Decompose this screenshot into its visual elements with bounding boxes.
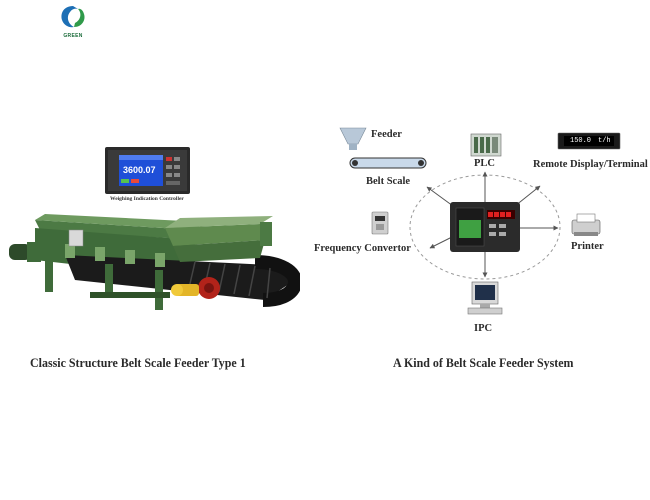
frequency-convertor-icon [371, 211, 389, 235]
controller-label: Weighing Indication Controller [110, 196, 184, 202]
central-controller-icon [450, 202, 520, 252]
connection-arrows [426, 171, 559, 278]
plc-icon [470, 133, 502, 157]
frequency-convertor-label: Frequency Convertor [314, 243, 411, 254]
system-diagram: Feeder Belt Scale PLC Remote Display/Ter… [300, 120, 650, 350]
ipc-label: IPC [474, 323, 493, 334]
feeder-icon [339, 127, 367, 150]
weighing-indication-controller: 3600.07 [105, 147, 190, 194]
right-caption: A Kind of Belt Scale Feeder System [393, 355, 574, 370]
printer-label: Printer [571, 241, 604, 252]
belt-scale-feeder-machine [5, 200, 303, 320]
remote-display-icon [557, 132, 621, 150]
belt-scale-icon [349, 157, 427, 169]
logo-text: GREEN [63, 33, 83, 39]
belt-scale-label: Belt Scale [366, 176, 411, 187]
remote-display-unit: t/h [598, 137, 611, 145]
controller-reading: 3600.07 [123, 165, 156, 175]
remote-display-label: Remote Display/Terminal [533, 159, 648, 170]
left-caption: Classic Structure Belt Scale Feeder Type… [30, 355, 246, 370]
plc-label: PLC [474, 158, 495, 169]
remote-display-value: 150.0 [570, 137, 592, 145]
ipc-icon [467, 281, 503, 315]
company-logo: GREEN [58, 4, 88, 39]
feeder-label: Feeder [371, 129, 402, 140]
logo-icon [61, 6, 85, 28]
printer-icon [571, 213, 601, 236]
